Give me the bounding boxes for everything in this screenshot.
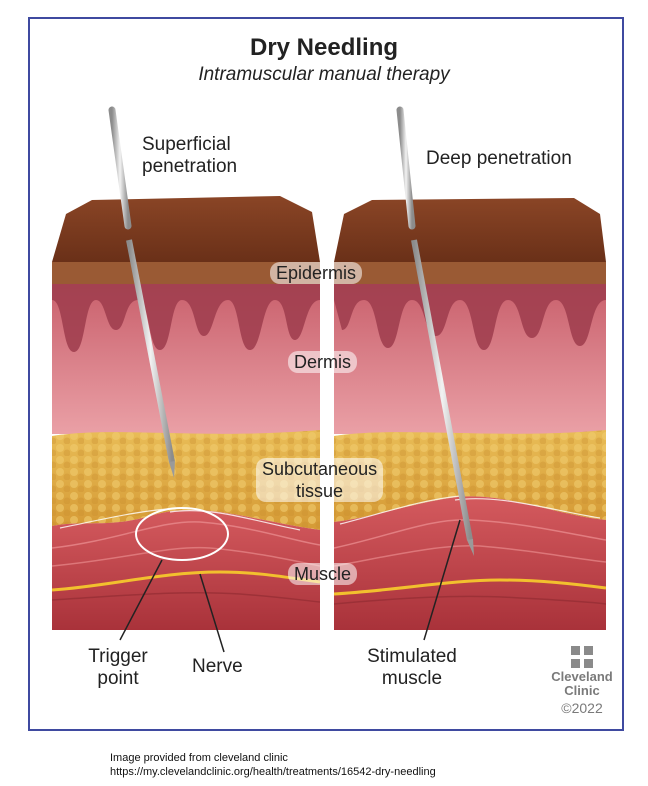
stimulated-muscle-label: Stimulated muscle (352, 646, 472, 690)
deep-penetration-heading: Deep penetration (426, 148, 572, 169)
page-title: Dry Needling (249, 34, 399, 61)
dermis-label: Dermis (288, 351, 357, 373)
left-needle-handle (108, 106, 132, 230)
logo-copyright: ©2022 (561, 700, 603, 716)
page-subtitle: Intramuscular manual therapy (198, 64, 450, 85)
subcutaneous-label-line1: Subcutaneous (262, 459, 378, 479)
stimulated-muscle-leader (423, 519, 461, 641)
logo-name-line1: Cleveland (551, 669, 613, 684)
left-dermal-papillae (52, 284, 320, 352)
trigger-point-leader (119, 559, 163, 641)
epidermis-label: Epidermis (270, 262, 363, 284)
left-epidermis-layer (52, 262, 320, 284)
subcutaneous-label-line2: tissue (296, 481, 344, 501)
left-needle-shaft (126, 239, 175, 463)
right-needle-tip (467, 539, 474, 556)
right-epidermis-layer (334, 262, 606, 284)
caption-line1: Image provided from cleveland clinic (110, 752, 288, 764)
right-muscle-layer (334, 496, 606, 630)
muscle-label: Muscle (288, 563, 358, 585)
left-needle-tip (169, 461, 175, 478)
nerve-leader (199, 573, 225, 653)
right-needle-shaft (411, 239, 473, 541)
leader-lines (119, 519, 461, 653)
cleveland-clinic-logo: Cleveland Clinic ©2022 (542, 646, 622, 716)
trigger-point-ellipse (135, 507, 229, 561)
left-dermis-layer (52, 284, 320, 434)
left-skin-block (52, 106, 320, 630)
left-skin-surface (52, 196, 320, 262)
cleveland-clinic-cross-icon (571, 646, 593, 668)
superficial-penetration-heading: Superficial penetration (142, 134, 238, 177)
stimulated-muscle-label-line1: Stimulated (367, 646, 457, 667)
right-skin-block (334, 106, 606, 630)
caption-url: https://my.clevelandclinic.org/health/tr… (110, 766, 436, 778)
subcutaneous-tissue-label: Subcutaneous tissue (256, 458, 384, 502)
nerve-label: Nerve (192, 656, 243, 677)
trigger-point-label-line2: point (97, 668, 139, 689)
right-dermal-papillae (334, 284, 606, 350)
right-needle-handle (396, 106, 416, 230)
trigger-point-label-line1: Trigger (88, 646, 148, 667)
right-skin-surface (334, 198, 606, 262)
stimulated-muscle-label-line2: muscle (381, 668, 443, 689)
right-nerve (334, 578, 606, 596)
logo-name-line2: Clinic (564, 683, 600, 698)
trigger-point-label: Trigger point (78, 646, 158, 690)
left-muscle-layer (52, 510, 320, 630)
